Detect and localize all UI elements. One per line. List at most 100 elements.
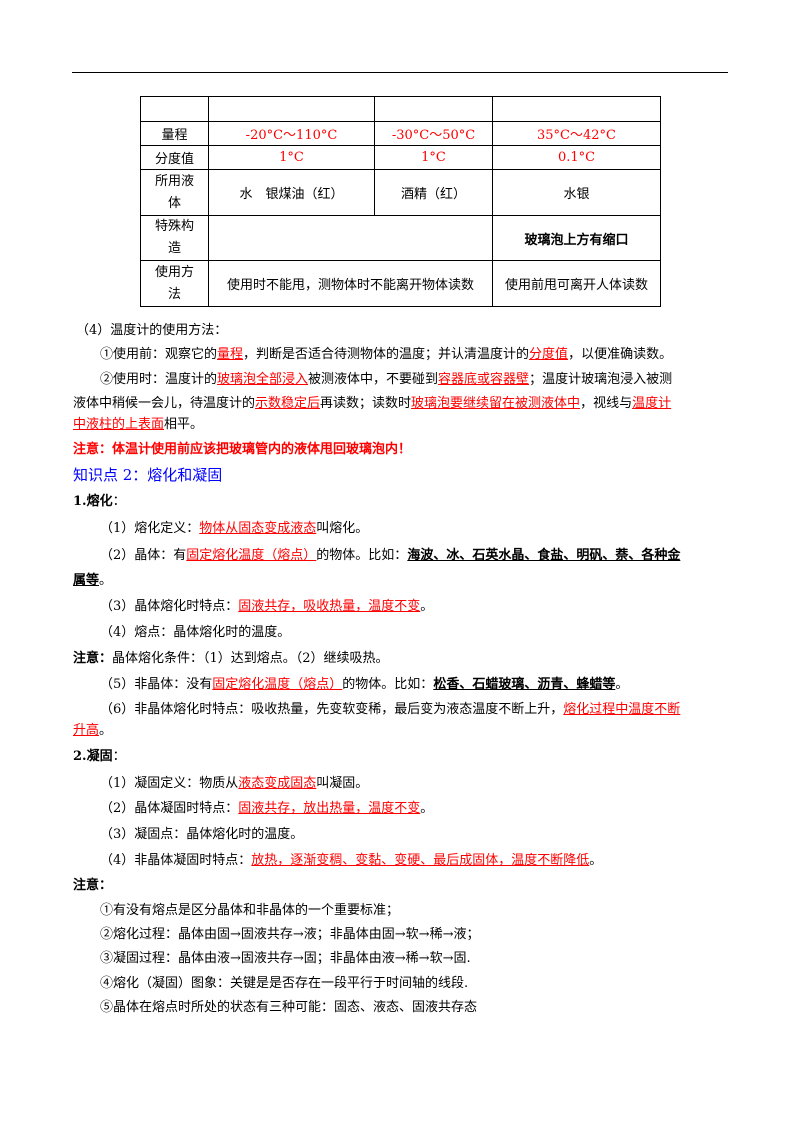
blank-answer: 松香、石蜡玻璃、沥青、蜂蜡等 <box>433 677 616 692</box>
text: ①使用前：观察它的 <box>100 347 218 362</box>
table-row: 使用方 法 使用时不能甩，测物体时不能离开物体读数 使用前甩可离开人体读数 <box>140 260 661 307</box>
text: 相平。 <box>164 417 204 432</box>
text: （6）非晶体熔化时特点：吸收热量，先变软变稀，最后变为液态温度不断上升， <box>100 702 564 717</box>
blank-answer: 量程 <box>217 347 244 362</box>
text: 晶体熔化条件：（1）达到熔点。（2）继续吸热。 <box>112 651 389 666</box>
freezing-point: （3）凝固点：晶体熔化时的温度。 <box>100 827 304 842</box>
melting-point: （4）熔点：晶体熔化时的温度。 <box>100 625 291 640</box>
method-cell: 使用时不能甩，测物体时不能离开物体读数 <box>208 260 493 307</box>
usage-during-line3: 中液柱的上表面相平。 <box>73 416 203 434</box>
table-row <box>140 96 661 122</box>
usage-note: 注意：体温计使用前应该把玻璃管内的液体甩回玻璃泡内！ <box>73 442 412 457</box>
crystal-solid-feature: （2）晶体凝固时特点：固液共存，放出热量，温度不变。 <box>100 800 433 818</box>
crystal-line2: 属等。 <box>73 572 112 590</box>
blank-answer: 属等 <box>73 573 100 588</box>
blank-answer: 固定熔化温度（熔点） <box>186 548 317 563</box>
text: 被测液体中，不要碰到 <box>308 372 439 387</box>
text: 液体中稍候一会儿，待温度计的 <box>73 396 256 411</box>
table-row: 所用液 体 水 银煤油（红） 酒精（红） 水银 <box>140 169 661 216</box>
label-line: 造 <box>167 241 181 256</box>
text: 。 <box>589 853 603 868</box>
text: （2）晶体：有 <box>100 548 187 563</box>
text: 2.凝固 <box>73 749 113 764</box>
usage-before: ①使用前：观察它的量程，判断是否适合待测物体的温度；并认清温度计的分度值，以便准… <box>100 346 672 364</box>
text: ： <box>112 494 126 509</box>
blank-answer: 固定熔化温度（熔点） <box>212 677 343 692</box>
special-cell <box>208 215 493 261</box>
note-item: ④熔化（凝固）图象：关键是是否存在一段平行于时间轴的线段. <box>100 976 469 991</box>
division-cell: 0.1°C <box>492 145 661 170</box>
note-item: ②熔化过程：晶体由固→固液共存→液；非晶体由固→软→稀→液； <box>100 927 480 942</box>
amorphous-melting-line2: 升高。 <box>73 722 112 740</box>
text: （2）晶体凝固时特点： <box>100 801 239 816</box>
text: 叫凝固。 <box>316 776 369 791</box>
blank-answer: 示数稳定后 <box>255 396 321 411</box>
melt-note: 注意：晶体熔化条件：（1）达到熔点。（2）继续吸热。 <box>73 650 389 668</box>
blank-answer: 玻璃泡全部浸入 <box>217 372 309 387</box>
table-row: 分度值 1°C 1°C 0.1°C <box>140 145 661 170</box>
text: 再读数；读数时 <box>320 396 412 411</box>
row-label-special: 特殊构 造 <box>140 215 209 261</box>
text: 。 <box>99 723 113 738</box>
table-row: 量程 -20°C～110°C -30°C～50°C 35°C～42°C <box>140 121 661 146</box>
table-cell <box>208 96 375 122</box>
liquid-cell: 水银 <box>492 169 661 216</box>
solid-definition: （1）凝固定义：物质从液态变成固态叫凝固。 <box>100 775 368 793</box>
range-cell: -30°C～50°C <box>374 121 493 146</box>
label-line: 法 <box>167 286 181 302</box>
range-cell: 35°C～42°C <box>492 121 661 146</box>
text: 。 <box>615 677 629 692</box>
text: （3）晶体熔化时特点： <box>100 599 239 614</box>
amorphous: （5）非晶体：没有固定熔化温度（熔点）的物体。比如：松香、石蜡玻璃、沥青、蜂蜡等… <box>100 676 628 694</box>
row-label-range: 量程 <box>140 121 209 146</box>
note-title: 注意： <box>73 878 113 893</box>
text: ，以便准确读数。 <box>568 347 673 362</box>
division-cell: 1°C <box>208 145 375 170</box>
text: 。 <box>99 573 113 588</box>
text: ，判断是否适合待测物体的温度；并认清温度计的 <box>243 347 530 362</box>
text: 的物体。比如： <box>342 677 434 692</box>
blank-answer: 海波、冰、石英水晶、食盐、明矾、萘、各种金 <box>407 548 681 563</box>
text: （1）熔化定义： <box>100 521 200 536</box>
note-item: ⑤晶体在熔点时所处的状态有三种可能：固态、液态、固液共存态 <box>100 1000 478 1015</box>
blank-answer: 固液共存，吸收热量，温度不变 <box>238 599 421 614</box>
range-cell: -20°C～110°C <box>208 121 375 146</box>
thermometer-comparison-table: 量程 -20°C～110°C -30°C～50°C 35°C～42°C 分度值 … <box>140 96 661 307</box>
table-cell <box>374 96 493 122</box>
kp2-title: 知识点 2：熔化和凝固 <box>73 466 223 484</box>
row-label-division: 分度值 <box>140 145 209 170</box>
header-rule <box>72 72 728 73</box>
label-line: 所用液 <box>154 173 194 189</box>
melt-definition: （1）熔化定义：物体从固态变成液态叫熔化。 <box>100 520 368 538</box>
solid-title: 2.凝固： <box>73 748 126 766</box>
blank-answer: 升高 <box>73 723 100 738</box>
text: 的物体。比如： <box>316 548 408 563</box>
text: （5）非晶体：没有 <box>100 677 213 692</box>
liquid-cell: 酒精（红） <box>374 169 493 216</box>
blank-answer: 固液共存，放出热量，温度不变 <box>238 801 421 816</box>
table-cell <box>140 96 209 122</box>
blank-answer: 放热，逐渐变稠、变黏、变硬、最后成固体，温度不断降低 <box>251 853 590 868</box>
blank-answer: 容器底或容器壁 <box>438 372 530 387</box>
amorphous-solid-feature: （4）非晶体凝固时特点：放热，逐渐变稠、变黏、变硬、最后成固体，温度不断降低。 <box>100 852 602 870</box>
amorphous-melting-line1: （6）非晶体熔化时特点：吸收热量，先变软变稀，最后变为液态温度不断上升，熔化过程… <box>100 701 680 719</box>
label-line: 体 <box>167 195 181 211</box>
crystal-line1: （2）晶体：有固定熔化温度（熔点）的物体。比如：海波、冰、石英水晶、食盐、明矾、… <box>100 547 680 565</box>
text: 。 <box>420 801 434 816</box>
liquid-cell: 水 银煤油（红） <box>208 169 375 216</box>
method-cell: 使用前甩可离开人体读数 <box>492 260 661 307</box>
text: （1）凝固定义：物质从 <box>100 776 239 791</box>
blank-answer: 熔化过程中温度不断 <box>563 702 681 717</box>
table-cell <box>492 96 661 122</box>
blank-answer: 液态变成固态 <box>238 776 317 791</box>
usage-title: （4）温度计的使用方法： <box>76 323 228 338</box>
text: ： <box>112 749 126 764</box>
text: 叫熔化。 <box>316 521 369 536</box>
division-cell: 1°C <box>374 145 493 170</box>
blank-answer: 玻璃泡要继续留在被测液体中 <box>411 396 581 411</box>
text: 注意： <box>73 651 113 666</box>
text: 1.熔化 <box>73 494 113 509</box>
row-label-liquid: 所用液 体 <box>140 169 209 216</box>
blank-answer: 物体从固态变成液态 <box>199 521 317 536</box>
text: ；温度计玻璃泡浸入被测 <box>529 372 673 387</box>
